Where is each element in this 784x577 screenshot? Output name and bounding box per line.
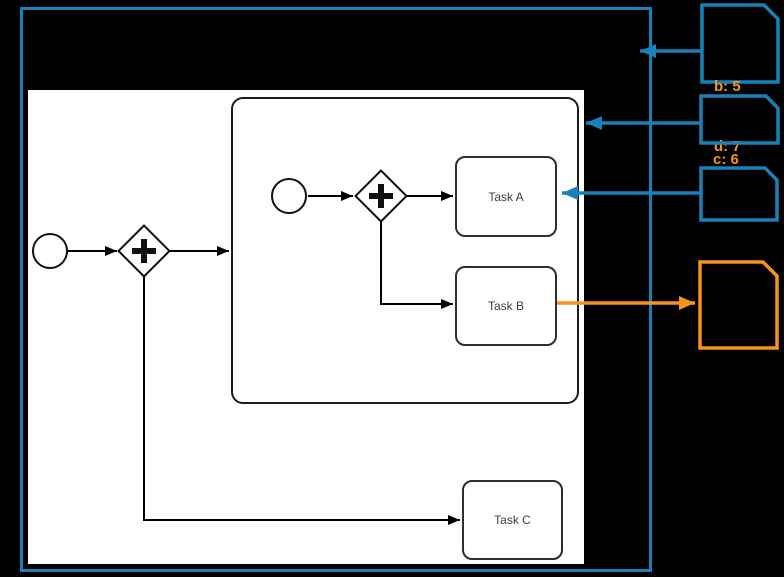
value-c: c: 6: [713, 151, 739, 168]
task-c: Task C: [462, 480, 563, 560]
data-object-task-b: [698, 260, 779, 350]
document-shape-icon: [699, 166, 779, 222]
value-b: b: 5: [714, 78, 741, 95]
subprocess-container: [231, 97, 579, 404]
plus-icon: [141, 239, 147, 263]
document-shape-icon: [698, 260, 779, 350]
task-a-label: Task A: [488, 189, 524, 204]
task-b-label: Task B: [487, 299, 524, 313]
data-object-c-text: c: 6: [713, 110, 739, 210]
data-object-bd: b: 5 d: 7: [700, 3, 780, 155]
start-event-outer: [32, 233, 68, 269]
parallel-gateway-inner: [354, 169, 408, 223]
start-event-inner: [271, 178, 307, 214]
process-scope-frame: [20, 7, 652, 572]
document-shape-icon: [700, 3, 780, 84]
parallel-gateway-outer: [117, 224, 171, 278]
document-shape-icon: [699, 94, 780, 145]
task-a: Task A: [455, 156, 557, 237]
data-object-task-a: [699, 166, 779, 222]
plus-icon: [378, 184, 384, 208]
task-c-label: Task C: [494, 513, 531, 527]
task-b: Task B: [455, 266, 557, 346]
data-object-c: c: 6: [699, 94, 780, 168]
